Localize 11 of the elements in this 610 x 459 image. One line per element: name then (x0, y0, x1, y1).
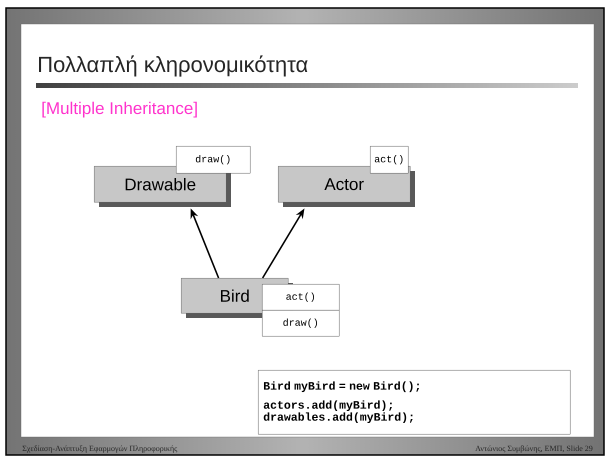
method-box: draw() (176, 146, 250, 174)
footer-text: Αντώνιος Συμβώνης, ΕΜΠ, Slide 29 (475, 445, 592, 453)
slide-title: Πολλαπλή κληρονομικότητα (39, 55, 308, 77)
method-box: draw() (262, 310, 340, 336)
subtitle: [Multiple Inheritance] (42, 102, 197, 118)
method-box: act() (262, 284, 340, 310)
method-box: act() (370, 146, 408, 174)
footer-text: Σχεδίαση-Ανάπτυξη Εφαρμογών Πληροφορικής (22, 445, 178, 453)
class-box: Actor (278, 166, 415, 207)
code-box: Bird myBird = new Bird(); actors.add(myBird); drawables.add(myBird); (258, 370, 570, 434)
class-box: Drawable (94, 166, 231, 207)
